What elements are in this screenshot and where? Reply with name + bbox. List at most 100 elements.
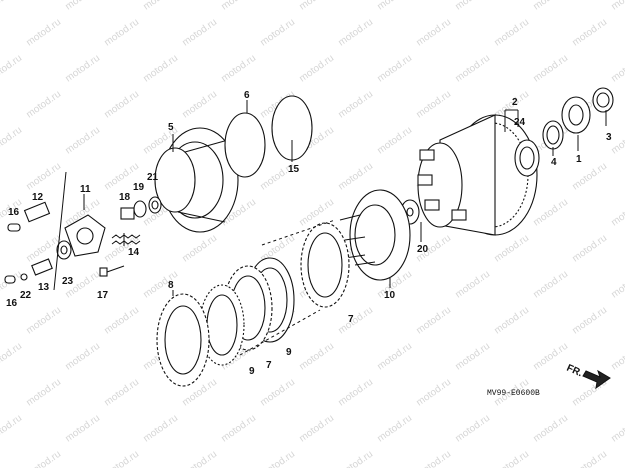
watermark-text: motod.ru — [24, 17, 63, 49]
watermark-text: motod.ru — [297, 0, 336, 12]
watermark-text: motod.ru — [219, 413, 258, 445]
watermark-text: motod.ru — [609, 269, 625, 301]
label-3: 3 — [606, 132, 612, 143]
label-10: 10 — [384, 290, 396, 301]
watermark-text: motod.ru — [492, 17, 531, 49]
group-line — [53, 171, 67, 291]
label-5: 5 — [168, 122, 174, 133]
watermark-text: motod.ru — [297, 341, 336, 373]
watermark-text: motod.ru — [492, 449, 531, 468]
watermark-text: motod.ru — [531, 413, 570, 445]
watermark-text: motod.ru — [336, 377, 375, 409]
watermark-text: motod.ru — [336, 89, 375, 121]
watermark-text: motod.ru — [102, 449, 141, 468]
watermark-text: motod.ru — [219, 53, 258, 85]
spacer-collar — [542, 120, 564, 150]
watermark-text: motod.ru — [0, 125, 24, 157]
label-18: 18 — [119, 192, 131, 203]
watermark-text: motod.ru — [609, 197, 625, 229]
watermark-text: motod.ru — [180, 233, 219, 265]
watermark-text: motod.ru — [258, 449, 297, 468]
watermark-text: motod.ru — [63, 413, 102, 445]
watermark-text: motod.ru — [531, 341, 570, 373]
label-17: 17 — [97, 290, 109, 301]
watermark-text: motod.ru — [141, 0, 180, 12]
watermark-text: motod.ru — [609, 53, 625, 85]
watermark-text: motod.ru — [453, 53, 492, 85]
watermark-text: motod.ru — [297, 413, 336, 445]
label-8: 8 — [168, 280, 174, 291]
watermark-text: motod.ru — [0, 0, 24, 12]
watermark-text: motod.ru — [492, 305, 531, 337]
needle-bearing — [514, 139, 540, 177]
direction-label: FR. — [565, 363, 584, 380]
watermark-text: motod.ru — [180, 89, 219, 121]
lifter-plate-11 — [64, 214, 106, 257]
label-15: 15 — [288, 164, 300, 175]
watermark-text: motod.ru — [336, 161, 375, 193]
watermark-text: motod.ru — [453, 341, 492, 373]
watermark-text: motod.ru — [297, 53, 336, 85]
watermark-text: motod.ru — [336, 449, 375, 468]
pin-16-lower — [4, 275, 16, 284]
watermark-text: motod.ru — [63, 125, 102, 157]
washer-19 — [133, 200, 147, 218]
wire-ring — [224, 112, 266, 178]
spring-14 — [111, 234, 141, 245]
watermark-text: motod.ru — [63, 0, 102, 12]
clutch-center — [339, 189, 411, 281]
clutch-outer-basket — [417, 114, 538, 236]
label-19: 19 — [133, 182, 145, 193]
watermark-text: motod.ru — [63, 341, 102, 373]
ball-22 — [20, 273, 28, 281]
watermark-text: motod.ru — [102, 377, 141, 409]
watermark-text: motod.ru — [219, 0, 258, 12]
watermark-text: motod.ru — [609, 125, 625, 157]
clutch-plate-stack — [156, 219, 350, 387]
label-7-mid: 7 — [266, 360, 272, 371]
label-21: 21 — [147, 172, 159, 183]
watermark-text: motod.ru — [414, 377, 453, 409]
watermark-text: motod.ru — [102, 17, 141, 49]
watermark-text: motod.ru — [24, 89, 63, 121]
watermark-text: motod.ru — [414, 305, 453, 337]
diagram-code: MV99-E0600B — [487, 389, 540, 398]
bearing-23 — [56, 240, 72, 260]
watermark-text: motod.ru — [375, 125, 414, 157]
watermark-text: motod.ru — [414, 17, 453, 49]
label-11: 11 — [80, 184, 91, 195]
watermark-text: motod.ru — [297, 197, 336, 229]
watermark-text: motod.ru — [414, 89, 453, 121]
watermark-text: motod.ru — [570, 17, 609, 49]
pressure-plate — [154, 127, 239, 233]
watermark-text: motod.ru — [141, 53, 180, 85]
watermark-text: motod.ru — [375, 53, 414, 85]
watermark-text: motod.ru — [0, 53, 24, 85]
watermark-text: motod.ru — [375, 413, 414, 445]
label-13: 13 — [38, 282, 50, 293]
bearing-21 — [148, 196, 162, 214]
watermark-text: motod.ru — [531, 269, 570, 301]
watermark-text: motod.ru — [63, 53, 102, 85]
label-6: 6 — [244, 90, 250, 101]
label-16-lower: 16 — [6, 298, 18, 309]
label-20: 20 — [417, 244, 429, 255]
watermark-text: motod.ru — [141, 413, 180, 445]
watermark-text: motod.ru — [180, 17, 219, 49]
watermark-text: motod.ru — [570, 449, 609, 468]
watermark-text: motod.ru — [609, 0, 625, 12]
watermark-text: motod.ru — [375, 0, 414, 12]
watermark-text: motod.ru — [531, 0, 570, 12]
watermark-text: motod.ru — [609, 413, 625, 445]
label-9-left: 9 — [249, 366, 255, 377]
label-2: 2 — [512, 97, 518, 108]
watermark-text: motod.ru — [0, 341, 24, 373]
watermark-text: motod.ru — [24, 377, 63, 409]
front-arrow-icon — [582, 369, 611, 390]
label-9-right: 9 — [286, 347, 292, 358]
watermark-text: motod.ru — [336, 305, 375, 337]
watermark-text: motod.ru — [180, 449, 219, 468]
label-16-upper: 16 — [8, 207, 20, 218]
